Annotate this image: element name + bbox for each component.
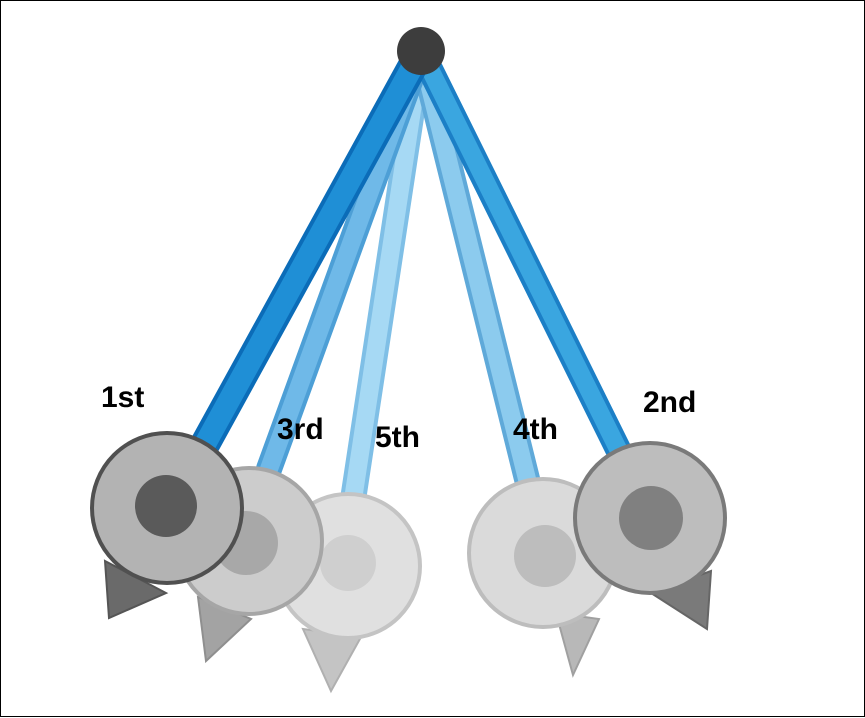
rod-first <box>189 36 436 461</box>
rod-fourth <box>408 38 541 496</box>
rod-second <box>408 38 631 462</box>
rod-fifth <box>341 38 434 506</box>
label-fourth: 4th <box>513 413 558 446</box>
label-first: 1st <box>101 381 144 414</box>
bob-second <box>573 441 727 631</box>
label-fifth: 5th <box>375 421 420 454</box>
bob-first <box>90 431 244 620</box>
label-third: 3rd <box>277 413 324 446</box>
pivot-point <box>397 27 445 75</box>
label-second: 2nd <box>643 386 696 419</box>
